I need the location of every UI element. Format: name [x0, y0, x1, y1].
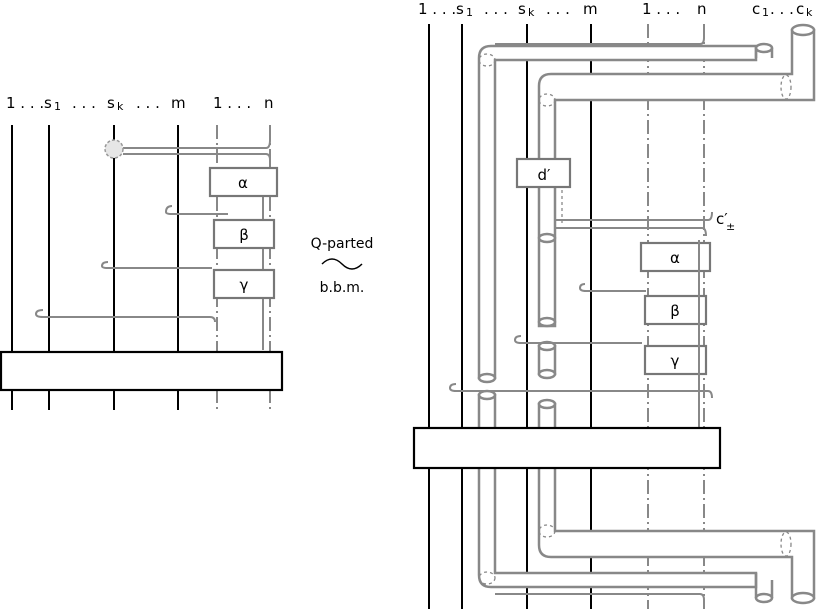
- left-band-sk-a: [100, 261, 212, 269]
- right-label-c1: c: [752, 0, 760, 18]
- right-tube-ck-dash2: [780, 74, 792, 100]
- left-label-sk: s: [107, 94, 115, 112]
- middle-line2: b.b.m.: [320, 280, 365, 296]
- right-tube-c1-top: [477, 44, 758, 380]
- left-band-m-a: [164, 205, 228, 215]
- left-box-beta: [212, 218, 276, 250]
- right-label-c1-sub: 1: [762, 6, 769, 19]
- squiggle-arrow-icon: [321, 258, 363, 270]
- left-label-sk-sub: k: [117, 100, 124, 113]
- right-tube-ck-dash-bottom2: [780, 531, 792, 557]
- right-band-bottom: [495, 593, 705, 601]
- right-tube-ck-dash: [538, 93, 556, 107]
- right-tube-ck-top: [537, 28, 816, 328]
- left-label-s1: s: [44, 94, 52, 112]
- right-band-m: [578, 283, 646, 292]
- right-label-s1-sub: 1: [466, 6, 473, 19]
- right-band-cprime-a: [555, 211, 713, 221]
- left-band-top-inner: [123, 153, 271, 168]
- right-tube-c1-end-bottom: [754, 592, 774, 604]
- right-tube-c1-end-top: [754, 42, 774, 54]
- right-label-n: n: [697, 0, 707, 18]
- right-tube-c1-bottom: [477, 393, 758, 589]
- left-box-alpha-label: α: [238, 174, 248, 192]
- right-tube-ck-end-bottom: [790, 591, 816, 605]
- right-tube-c1-bottom-cap: [477, 372, 497, 384]
- right-band-top: [495, 37, 705, 45]
- right-label-m: m: [583, 0, 598, 18]
- right-tube-ck-mid-cap: [537, 232, 557, 244]
- left-band-top: [123, 132, 271, 149]
- right-label-dots3: . . .: [770, 0, 794, 18]
- right-tube-c1-end-walls: [754, 48, 774, 58]
- right-label-ck-sub: k: [806, 6, 813, 19]
- left-box-gamma: [212, 268, 276, 300]
- left-box-gamma-label: γ: [240, 276, 249, 294]
- right-label-1: 1 . . .: [418, 0, 456, 18]
- middle-line1: Q-parted: [311, 236, 374, 252]
- right-tube-c1-lower-cap: [477, 389, 497, 401]
- left-label-s1-sub: 1: [54, 100, 61, 113]
- left-label-n: n: [264, 94, 274, 112]
- left-label-m: m: [171, 94, 186, 112]
- left-box-beta-label: β: [239, 226, 249, 244]
- right-tube-short-bottom: [537, 368, 557, 380]
- left-braid-box: [0, 350, 284, 392]
- right-braid-box: [412, 426, 722, 470]
- right-label-sk-sub: k: [528, 6, 535, 19]
- right-tube-ck-end-top: [790, 23, 816, 37]
- right-tube-c1-end-bottom-walls: [754, 573, 774, 598]
- right-box-beta-label: β: [670, 302, 680, 320]
- right-band-cprime-b: [555, 227, 707, 237]
- right-tube-c1-dash-bottom: [478, 571, 496, 585]
- right-box-beta: [643, 294, 708, 326]
- left-puncture-dot: [104, 139, 124, 159]
- right-diagram: 1 . . . s 1 . . . s k . . . m 1 . . . n …: [412, 0, 816, 609]
- right-c-label: c′: [716, 210, 728, 228]
- left-label-dots1: . . .: [72, 94, 96, 112]
- right-box-alpha-label: α: [670, 249, 680, 267]
- right-label-sk: s: [518, 0, 526, 18]
- right-tube-c1-dash: [478, 53, 496, 67]
- right-label-ck: c: [796, 0, 804, 18]
- right-tube-ck-dash-bottom: [538, 524, 556, 538]
- right-tube-ck-lower-cap: [537, 398, 557, 410]
- right-tube-ck-bottom-cap: [537, 316, 557, 328]
- right-band-sk: [513, 335, 642, 344]
- right-box-gamma-label: γ: [671, 352, 680, 370]
- right-label-s1: s: [456, 0, 464, 18]
- left-label-1: 1 . . .: [6, 94, 44, 112]
- right-tube-ck-bottom: [537, 402, 816, 600]
- left-label-1n: 1 . . .: [213, 94, 251, 112]
- right-box-gamma: [643, 344, 708, 376]
- left-band-s1-a: [34, 309, 216, 323]
- right-c-label-sub: ±: [726, 220, 735, 233]
- right-label-dots2: . . .: [546, 0, 570, 18]
- left-diagram: 1 . . . s 1 . . . s k . . . m 1 . . . n …: [0, 94, 284, 410]
- left-label-dots2: . . .: [136, 94, 160, 112]
- middle-arrow: Q-parted b.b.m.: [311, 236, 374, 296]
- right-label-dots1: . . .: [484, 0, 508, 18]
- right-label-1n: 1 . . .: [642, 0, 680, 18]
- right-band-s1: [448, 383, 713, 399]
- right-box-dprime-label: d′: [538, 166, 552, 184]
- left-box-alpha: [208, 166, 279, 198]
- right-box-dprime: [515, 157, 572, 189]
